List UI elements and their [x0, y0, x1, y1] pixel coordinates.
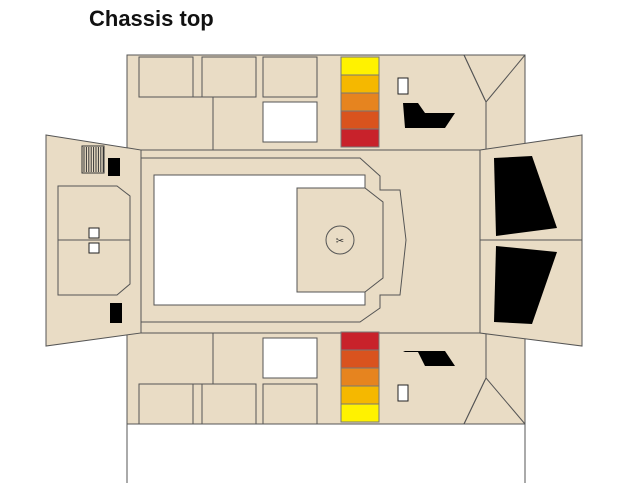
scissors-icon: ✂: [336, 236, 344, 247]
cutout-right-upper: [494, 156, 557, 236]
band-stripe: [340, 385, 380, 405]
chassis-center: [126, 149, 481, 334]
page-title: Chassis top: [89, 6, 214, 31]
cutouts: [108, 103, 557, 366]
cutout-left-bottom: [110, 303, 122, 323]
band-stripe: [340, 110, 380, 130]
band-stripe: [340, 367, 380, 387]
vent-grille: [81, 145, 105, 174]
left-flap: [45, 134, 142, 347]
cutout-left-top: [108, 158, 120, 176]
cutout-right-lower: [494, 246, 557, 324]
top-flap: [126, 54, 526, 151]
band-stripe: [340, 92, 380, 112]
cutout-bottom-flap: [403, 351, 455, 366]
band-stripe: [340, 74, 380, 94]
band-stripe: [340, 331, 380, 351]
cutout-top-flap: [403, 103, 455, 128]
band-stripe: [340, 56, 380, 76]
bottom-flap: [126, 332, 526, 483]
color-band-bottom: [340, 331, 380, 423]
band-stripe: [340, 403, 380, 423]
slot-icons: [88, 77, 409, 402]
color-band-top: [340, 56, 380, 148]
band-stripe: [340, 349, 380, 369]
band-stripe: [340, 128, 380, 148]
